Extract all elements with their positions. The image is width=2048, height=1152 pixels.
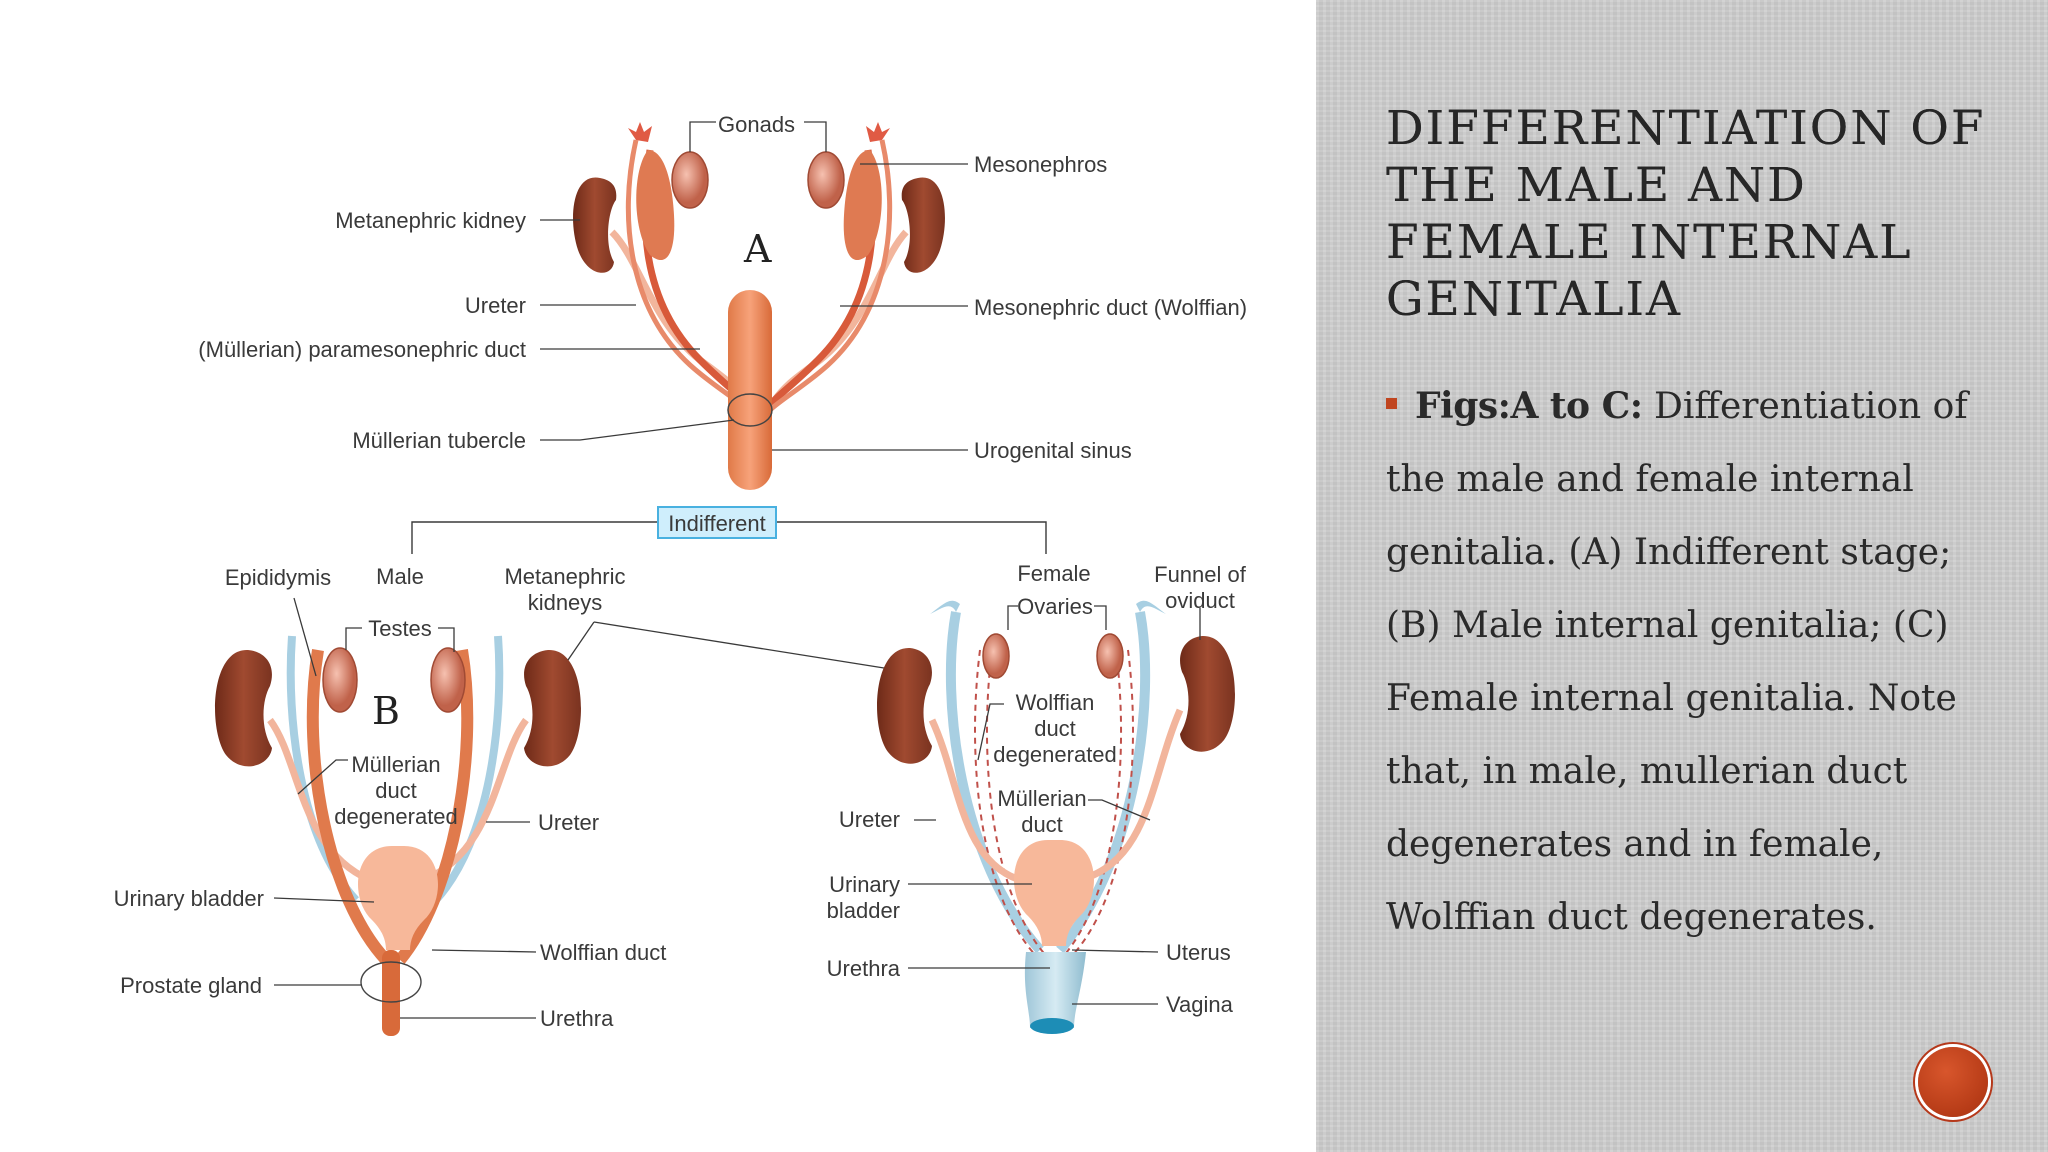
label-metanephric-kidneys-1: Metanephric [504,564,625,589]
label-metanephric-kidney: Metanephric kidney [335,208,526,233]
slide-title: DIFFERENTIATION OF THE MALE AND FEMALE I… [1386,101,1986,327]
male-right-kidney [524,649,581,767]
label-metanephric-kidneys-2: kidneys [528,590,603,615]
panel-c-female: Female Ovaries Funnel of oviduct Wolffia… [827,561,1247,1034]
label-ureter-c: Ureter [839,807,900,832]
indifferent-connector: Indifferent [411,506,1047,554]
panel-b-letter: B [372,689,400,733]
right-funnel-of-oviduct [1136,600,1166,614]
female-left-ovary [982,633,1010,679]
label-funnel-of-oviduct-1: Funnel of [1154,562,1247,587]
label-urinary-bladder-b: Urinary bladder [114,886,264,911]
label-funnel-of-oviduct-2: oviduct [1165,588,1235,613]
label-vagina: Vagina [1166,992,1234,1017]
right-paramesonephric-duct [768,139,893,412]
label-urinary-bladder-c-1: Urinary [829,872,900,897]
label-indifferent: Indifferent [668,511,765,536]
right-gonad [807,151,845,209]
label-ovaries: Ovaries [1017,594,1093,619]
label-prostate-gland: Prostate gland [120,973,262,998]
label-mesonephros: Mesonephros [974,152,1107,177]
label-mesonephric-duct: Mesonephric duct (Wolffian) [974,295,1247,320]
label-urethra-c: Urethra [827,956,901,981]
left-mesonephros [636,150,675,261]
label-male: Male [376,564,424,589]
female-uterus-vagina [1024,952,1086,1028]
panel-b-male: B Male Epididymis Testes Metanephric kid… [114,564,885,1036]
right-mesonephros [843,150,882,261]
bullet-lead: Figs:A to C: [1415,385,1643,427]
male-urinary-bladder [358,846,438,950]
label-wolffian-duct: Wolffian duct [540,940,666,965]
label-urethra-b: Urethra [540,1006,614,1031]
panel-a-letter: A [743,227,772,271]
label-mullerian-degenerated-2: duct [375,778,417,803]
right-metanephric-kidney [901,177,945,273]
label-female: Female [1017,561,1090,586]
male-left-testis [322,647,358,713]
mullerian-tubercle-ring [727,393,773,427]
label-paramesonephric-duct: (Müllerian) paramesonephric duct [198,337,526,362]
male-prostate-ring [360,961,422,1003]
bullet-marker-icon [1386,397,1397,409]
panel-a-indifferent: A Gonads Mesonephros Metanephric kidney … [198,112,1247,490]
left-paramesonephric-duct [625,139,750,412]
female-urinary-bladder [1014,840,1094,946]
female-right-ovary [1096,633,1124,679]
genitalia-differentiation-diagram: A Gonads Mesonephros Metanephric kidney … [114,112,1247,1036]
label-mullerian-degenerated-1: Müllerian [351,752,440,777]
label-wolffian-degenerated-1: Wolffian [1016,690,1095,715]
vaginal-opening [1030,1018,1074,1034]
slide-bullet: Figs:A to C: Differentiation of the male… [1386,370,2016,954]
urogenital-sinus-shape [728,290,772,490]
label-mullerian-duct-c-2: duct [1021,812,1063,837]
label-ureter-a: Ureter [465,293,526,318]
label-epididymis: Epididymis [225,565,331,590]
bullet-text: Differentiation of the male and female i… [1386,386,1968,938]
left-funnel-of-oviduct [930,600,960,614]
label-wolffian-degenerated-2: duct [1034,716,1076,741]
label-testes: Testes [368,616,432,641]
female-left-kidney [877,647,932,764]
label-uterus: Uterus [1166,940,1231,965]
left-fimbria [628,122,652,142]
label-wolffian-degenerated-3: degenerated [993,742,1117,767]
male-right-testis [430,647,466,713]
label-mullerian-degenerated-3: degenerated [334,804,458,829]
right-fimbria [866,122,890,142]
label-ureter-b: Ureter [538,810,599,835]
label-urogenital-sinus: Urogenital sinus [974,438,1132,463]
label-gonads: Gonads [718,112,795,137]
left-metanephric-kidney [573,177,617,273]
label-urinary-bladder-c-2: bladder [827,898,900,923]
label-mullerian-tubercle: Müllerian tubercle [352,428,526,453]
male-urethra [382,950,400,1036]
female-right-kidney [1180,635,1235,752]
indifferent-box [657,506,777,539]
male-left-kidney [215,649,272,767]
label-mullerian-duct-c-1: Müllerian [997,786,1086,811]
text-panel: DIFFERENTIATION OF THE MALE AND FEMALE I… [1316,0,2048,1152]
left-gonad [671,151,709,209]
next-slide-button[interactable] [1918,1047,1988,1117]
